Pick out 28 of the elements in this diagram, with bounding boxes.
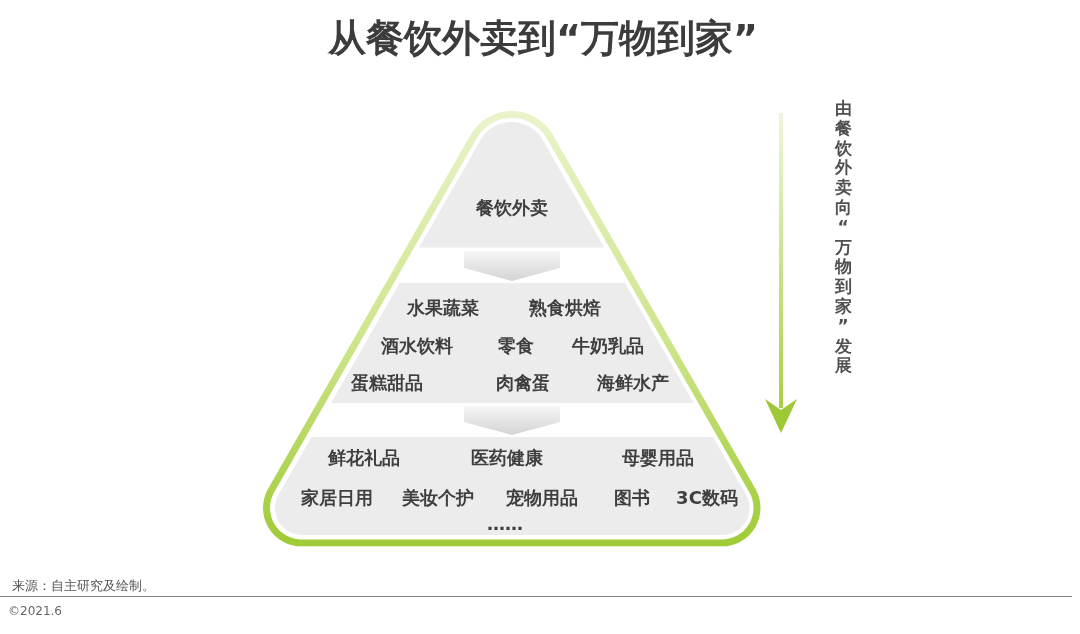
side-note: 由餐饮外卖向“万物到家”发展: [833, 99, 853, 377]
category-label: 零食: [498, 337, 534, 355]
category-label: 家居日用: [301, 489, 373, 507]
category-label: 餐饮外卖: [476, 199, 548, 217]
title: 从餐饮外卖到“万物到家”: [328, 19, 758, 57]
category-label: 牛奶乳品: [572, 337, 644, 355]
tier-band: [419, 122, 605, 248]
category-label: 3C数码: [676, 489, 738, 507]
category-label: 医药健康: [471, 449, 543, 467]
category-label: 海鲜水产: [597, 374, 669, 392]
category-label: 熟食烘焙: [529, 299, 601, 317]
category-label: 美妆个护: [402, 489, 474, 507]
chevron-arrow: [464, 406, 560, 435]
copyright-note: ©2021.6: [8, 605, 62, 619]
category-label: 肉禽蛋: [496, 374, 550, 392]
category-label: 鲜花礼品: [328, 449, 400, 467]
category-label: 水果蔬菜: [407, 299, 479, 317]
category-label: 酒水饮料: [381, 337, 453, 355]
category-label: 母婴用品: [622, 449, 694, 467]
category-label: ……: [487, 515, 523, 533]
chevron-arrow: [464, 251, 560, 281]
category-label: 图书: [614, 489, 650, 507]
tier-band: [274, 437, 750, 535]
pyramid-outline: [263, 111, 761, 547]
category-label: 蛋糕甜品: [351, 374, 423, 392]
source-note: 来源：自主研究及绘制。: [12, 579, 155, 594]
tier-band: [330, 283, 694, 403]
category-label: 宠物用品: [506, 489, 578, 507]
